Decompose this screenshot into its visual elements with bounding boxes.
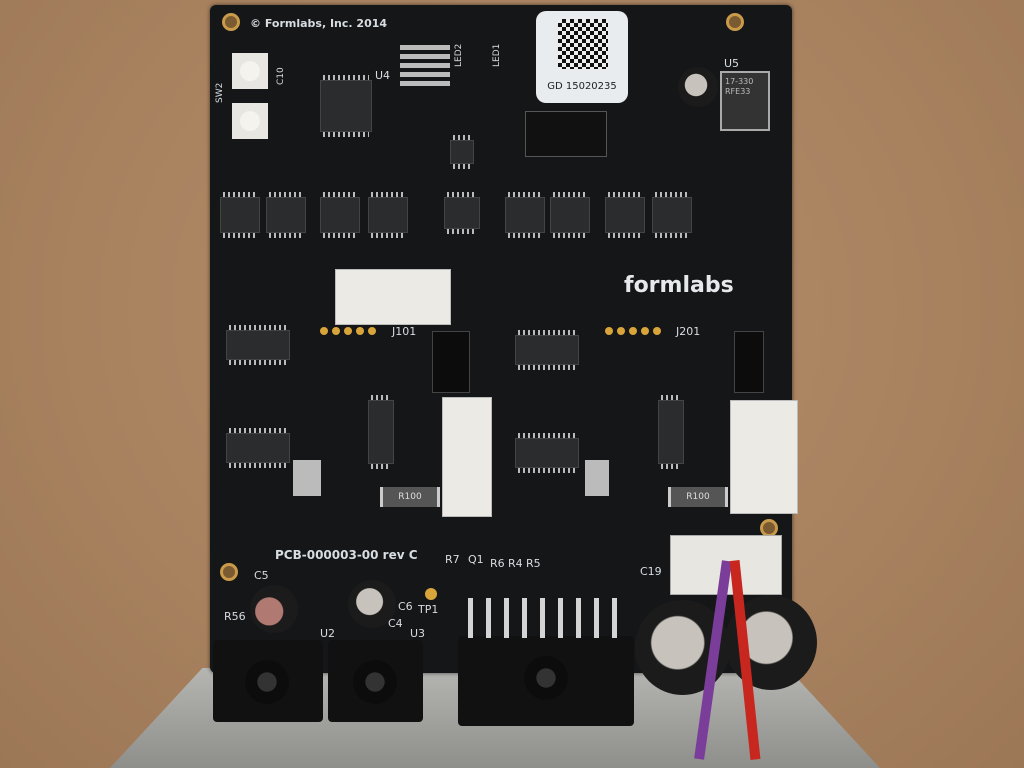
driver-ic xyxy=(605,192,645,238)
capacitor-c5 xyxy=(250,585,298,633)
ic xyxy=(450,135,474,169)
driver-ic xyxy=(652,192,692,238)
connector-label-j101: J101 xyxy=(392,325,417,338)
designator-r6: R6 xyxy=(490,557,505,570)
designator-u5: U5 xyxy=(724,57,740,70)
capacitor xyxy=(678,67,718,107)
formlabs-logo: formlabs xyxy=(624,273,734,298)
datamatrix-code xyxy=(558,19,608,69)
driver-ic xyxy=(266,192,306,238)
mounting-hole xyxy=(220,563,238,581)
test-point xyxy=(425,588,437,600)
capacitor-c6 xyxy=(348,580,396,628)
inductor xyxy=(293,460,321,496)
power-driver-ic xyxy=(458,636,634,726)
driver-ic xyxy=(320,192,360,238)
transistor xyxy=(734,331,764,393)
connector-middle xyxy=(442,397,492,517)
ic xyxy=(226,428,290,468)
screw xyxy=(353,660,397,704)
ribbon-header xyxy=(525,111,607,157)
driver-ic xyxy=(550,192,590,238)
push-button[interactable] xyxy=(232,53,268,89)
regulator-u2 xyxy=(213,640,323,722)
ic xyxy=(515,330,579,370)
ic xyxy=(515,433,579,473)
designator-led1: LED1 xyxy=(492,43,502,67)
inductor xyxy=(585,460,609,496)
connector-label-j201: J201 xyxy=(676,325,701,338)
shunt-resistor: R100 xyxy=(668,487,728,507)
designator-r4: R4 xyxy=(508,557,523,570)
microcontroller-u4 xyxy=(320,75,372,137)
driver-ic xyxy=(368,192,408,238)
circuit-board: © Formlabs, Inc. 2014 GD 15020235 SW2 C1… xyxy=(210,5,798,673)
regulator-u3 xyxy=(328,640,423,722)
ic-leads xyxy=(468,598,618,638)
designator-c6: C6 xyxy=(398,600,413,613)
serial-label: GD 15020235 xyxy=(536,11,628,103)
push-button[interactable] xyxy=(232,103,268,139)
regulator-u5: 17-330 RFE33 xyxy=(720,71,770,131)
mounting-hole xyxy=(726,13,744,31)
connector-right xyxy=(730,400,798,514)
designator-r56: R56 xyxy=(224,610,246,623)
designator-c4: C4 xyxy=(388,617,403,630)
transistor xyxy=(432,331,470,393)
designator-u2: U2 xyxy=(320,627,336,640)
designator-c5: C5 xyxy=(254,569,269,582)
designator-c10: C10 xyxy=(276,67,286,85)
ic xyxy=(658,395,684,469)
shunt-resistor: R100 xyxy=(380,487,440,507)
ic xyxy=(226,325,290,365)
designator-r5: R5 xyxy=(526,557,541,570)
driver-ic xyxy=(444,192,480,234)
designator-u3: U3 xyxy=(410,627,426,640)
resistor-array xyxy=(400,45,450,90)
designator-c19: C19 xyxy=(640,565,662,578)
part-number: PCB-000003-00 rev C xyxy=(275,548,418,562)
serial-number: GD 15020235 xyxy=(547,81,617,92)
designator-sw2: SW2 xyxy=(215,82,225,103)
screw xyxy=(524,656,568,700)
mounting-hole xyxy=(222,13,240,31)
designator-led2: LED2 xyxy=(454,43,464,67)
designator-r7: R7 xyxy=(445,553,460,566)
regulator-marking: 17-330 RFE33 xyxy=(725,77,754,96)
copyright-text: © Formlabs, Inc. 2014 xyxy=(250,17,388,30)
driver-ic xyxy=(220,192,260,238)
connector-top-left xyxy=(335,269,451,325)
ic xyxy=(368,395,394,469)
screw xyxy=(245,660,289,704)
designator-q1: Q1 xyxy=(468,553,484,566)
driver-ic xyxy=(505,192,545,238)
designator-u4: U4 xyxy=(375,69,391,82)
designator-tp1: TP1 xyxy=(418,603,439,616)
